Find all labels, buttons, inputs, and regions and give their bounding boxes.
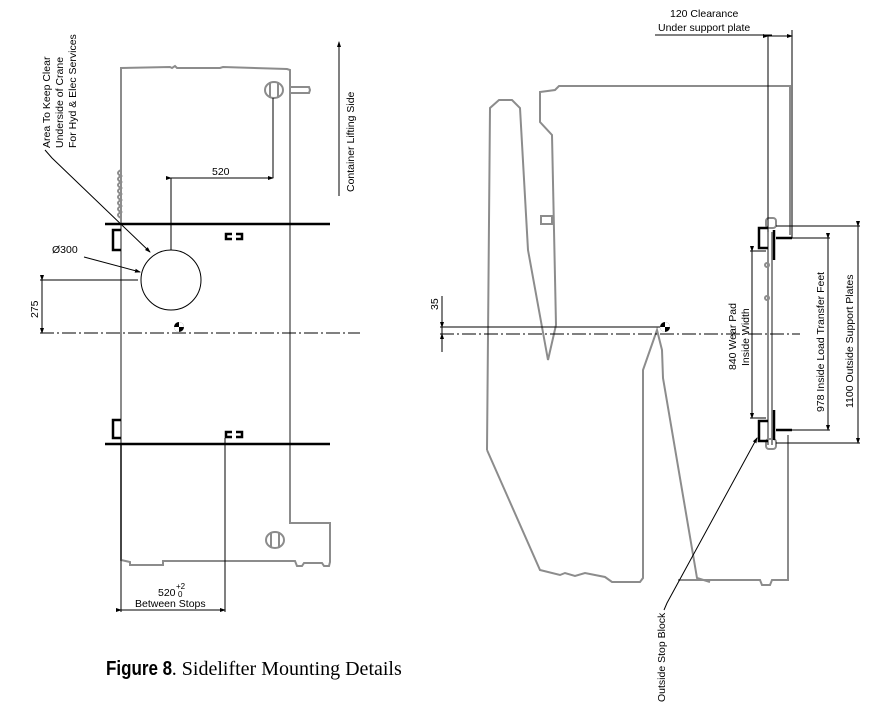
support-plates-label: 1100 Outside Support Plates [844,275,856,408]
bolt-circle [764,262,770,268]
dim-35: 35 [429,298,441,310]
stop-bracket-bottom [111,418,121,440]
figure-caption: Figure 8. Sidelifter Mounting Details [106,658,402,681]
diameter-leader [83,256,141,273]
wear-pad-line1: 840 Wear Pad [727,303,739,370]
slot-mark-bottom [224,430,244,439]
area-note-leader [44,149,151,253]
centre-of-gravity-symbol-right [660,322,670,332]
dim-between-stops-tol-upper: +2 [176,582,186,591]
dim-between-stops-label: Between Stops [135,598,206,610]
slot-mark-top [224,232,244,241]
figure-label: Figure 8 [106,658,173,680]
stop-bracket-top [111,228,121,252]
dim-275: 275 [29,300,41,318]
lifting-eye-bottom [265,531,285,549]
dim-diameter: Ø300 [52,244,78,256]
crane-base-outline [486,326,711,583]
side-tab [540,215,553,225]
area-note: Area To Keep Clear Underside of Crane Fo… [41,34,79,148]
area-note-line3: For Hyd & Elec Services [67,34,79,148]
bolt-circle [764,295,770,301]
gear-teeth [117,169,124,219]
stop-block-label: Outside Stop Block [656,612,668,702]
crane-arm-outline [486,85,791,451]
wear-pad-line2: Inside Width [740,308,752,366]
support-plate-top [757,226,792,260]
clearance-note-line2: Under support plate [658,22,750,34]
figure-separator: . [171,658,177,680]
load-transfer-label: 978 Inside Load Transfer Feet [815,272,827,412]
clearance-note-line1: 120 Clearance [670,8,738,20]
dim-between-stops-tol-lower: 0 [178,590,183,599]
figure-title: Sidelifter Mounting Details [176,658,402,680]
right-end-view: 35 120 Clearance Under support plate 840… [429,8,860,702]
plate-cap-bottom [765,438,777,450]
left-plan-view: 520 Area To Keep Clear Underside of Cran… [29,34,360,612]
area-note-line1: Area To Keep Clear [41,56,53,148]
clear-area-circle [140,249,202,311]
lifting-side-label: Container Lifting Side [345,91,357,192]
plate-cap-top [765,217,777,229]
sidelifter-outline-body [120,223,331,567]
stop-block-leader [663,437,758,611]
sidelifter-outline-top [120,64,291,228]
bracket-outline [678,435,789,586]
centre-of-gravity-symbol-left [174,322,184,332]
area-note-line2: Underside of Crane [54,57,66,148]
dim-520-top: 520 [212,166,230,178]
dim-between-stops-value: 520 [158,587,176,599]
lifting-eye-top [264,81,312,99]
support-plate-bottom [757,410,792,443]
